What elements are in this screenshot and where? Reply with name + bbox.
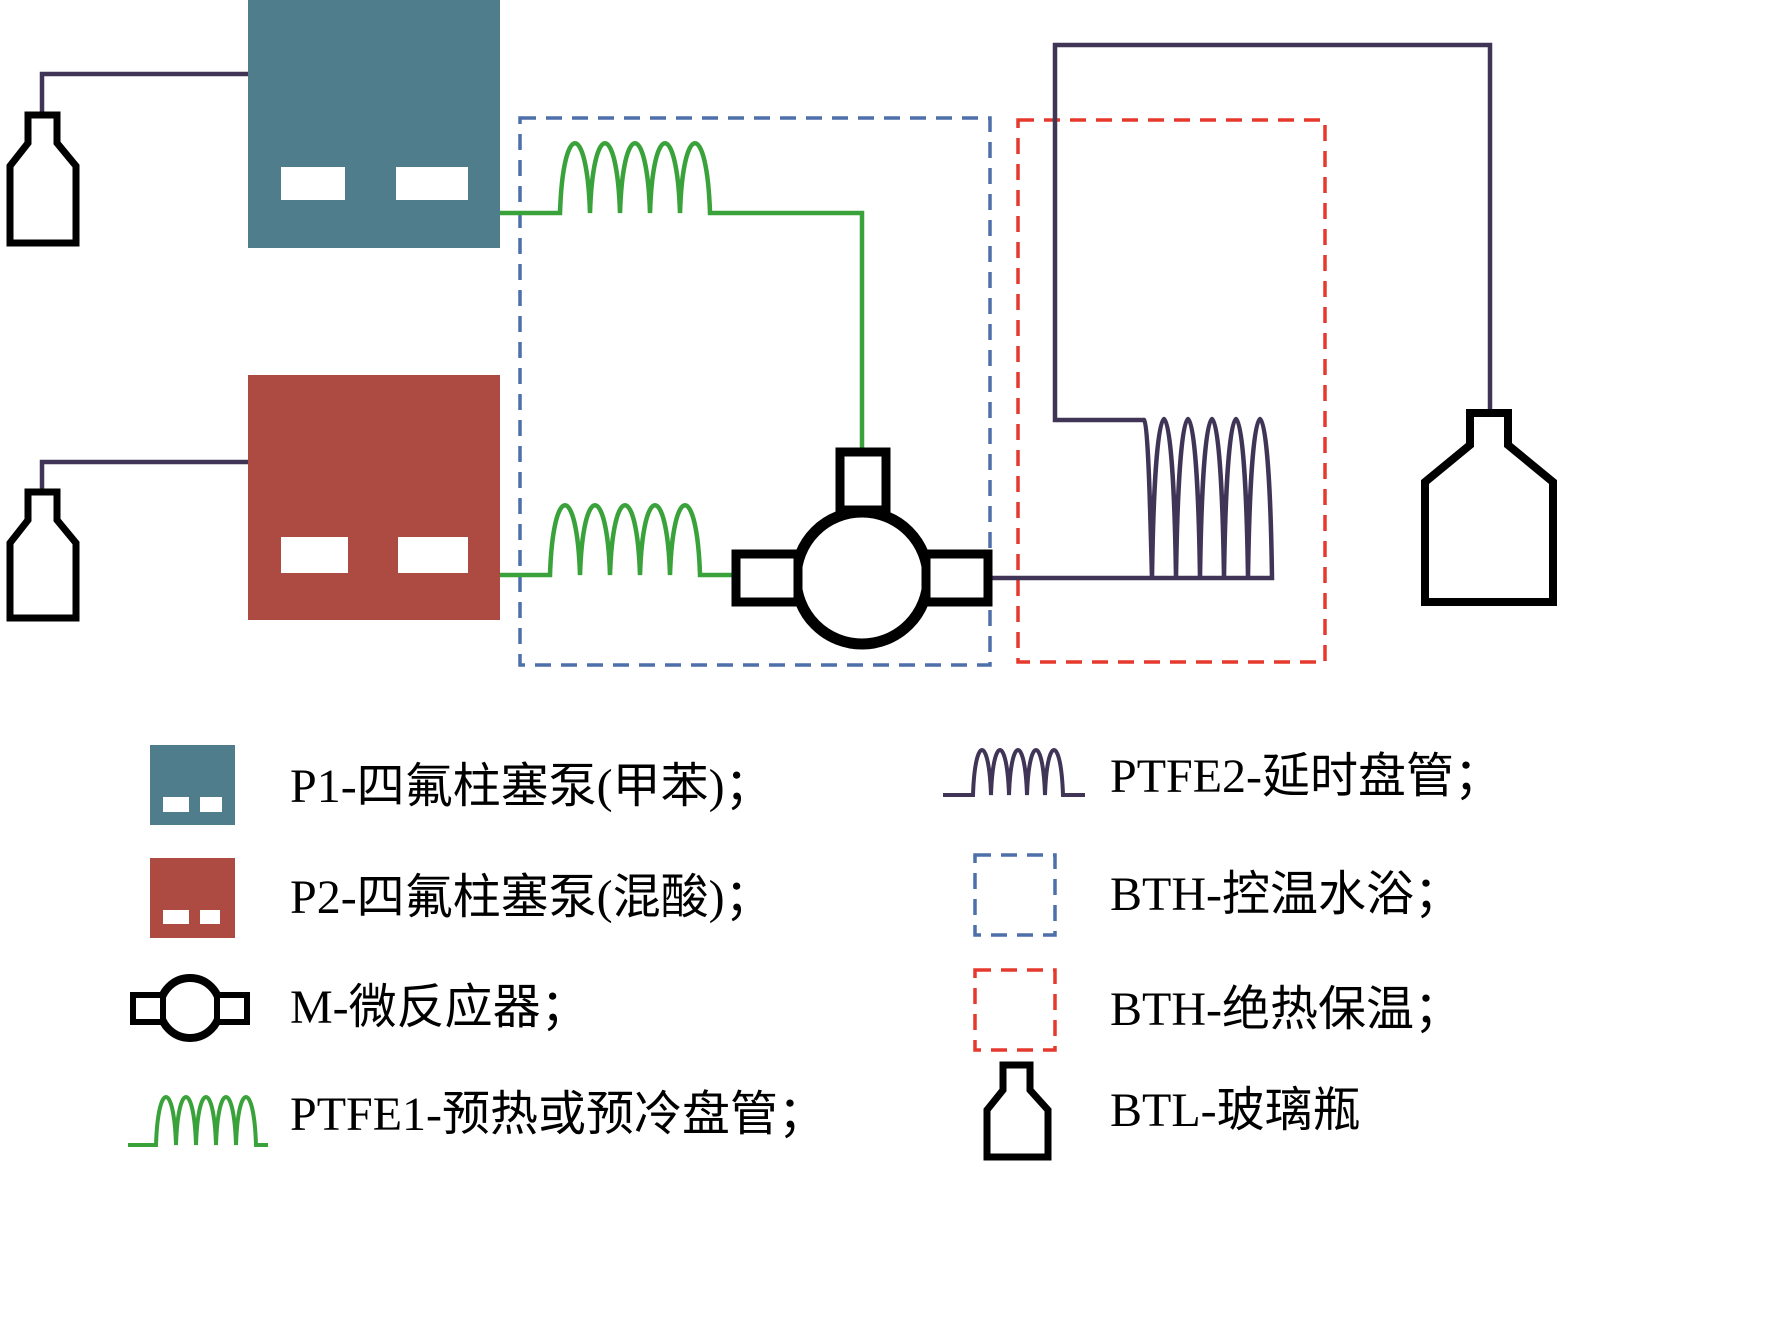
- legend-p1-display-left: [163, 797, 189, 812]
- legend-insulation-icon: [973, 968, 1057, 1052]
- pump-p1-display-right: [396, 167, 468, 200]
- pump-p1: [248, 0, 500, 248]
- microreactor-inlet-top: [835, 447, 891, 515]
- insulation-boundary-icon: [1016, 118, 1327, 664]
- microreactor-outlet-right: [921, 549, 993, 607]
- preheat-coil-top-icon: [500, 141, 865, 470]
- pump-p2: [248, 375, 500, 620]
- legend-ptfe2-coil-icon: [943, 748, 1085, 797]
- preheat-coil-bottom-icon: [500, 503, 737, 578]
- feed-bottle-top-icon: [6, 111, 80, 247]
- legend-label-p1: P1-四氟柱塞泵(甲苯)；: [290, 760, 773, 813]
- legend-p2-display-left: [163, 910, 189, 924]
- legend-label-ptfe2: PTFE2-延时盘管；: [1110, 750, 1503, 803]
- tubing-feed-top: [39, 71, 248, 120]
- legend-label-btl: BTL-玻璃瓶: [1110, 1084, 1361, 1137]
- legend-microreactor-stub-right: [214, 992, 250, 1025]
- microreactor-body: [790, 506, 934, 650]
- legend-label-ptfe1: PTFE1-预热或预冷盘管；: [290, 1088, 827, 1141]
- legend-microreactor-stub-left: [130, 992, 166, 1025]
- pump-p2-display-left: [281, 537, 348, 573]
- tubing-feed-bottom: [39, 459, 248, 495]
- legend-label-p2: P2-四氟柱塞泵(混酸)；: [290, 871, 773, 924]
- legend-label-bth-insul: BTH-绝热保温；: [1110, 983, 1462, 1036]
- legend-p2-pump-icon: [150, 858, 235, 938]
- legend-ptfe1-coil-icon: [128, 1095, 268, 1147]
- feed-bottle-bottom-icon: [6, 488, 80, 622]
- legend-p1-pump-icon: [150, 745, 235, 825]
- water-bath-boundary-icon: [518, 116, 992, 667]
- microreactor-inlet-left: [731, 549, 803, 607]
- legend-label-bth-water: BTH-控温水浴；: [1110, 868, 1462, 921]
- legend-microreactor-icon: [156, 974, 224, 1042]
- collection-bottle-icon: [1421, 409, 1557, 606]
- legend-p2-display-right: [200, 910, 220, 924]
- pump-p2-display-right: [398, 537, 468, 573]
- legend-water-bath-icon: [973, 853, 1057, 937]
- delay-coil-icon: [985, 42, 1493, 581]
- legend-label-m: M-微反应器；: [290, 981, 589, 1034]
- pump-p1-display-left: [281, 167, 345, 200]
- legend-bottle-icon: [983, 1061, 1052, 1161]
- legend-p1-display-right: [200, 797, 222, 812]
